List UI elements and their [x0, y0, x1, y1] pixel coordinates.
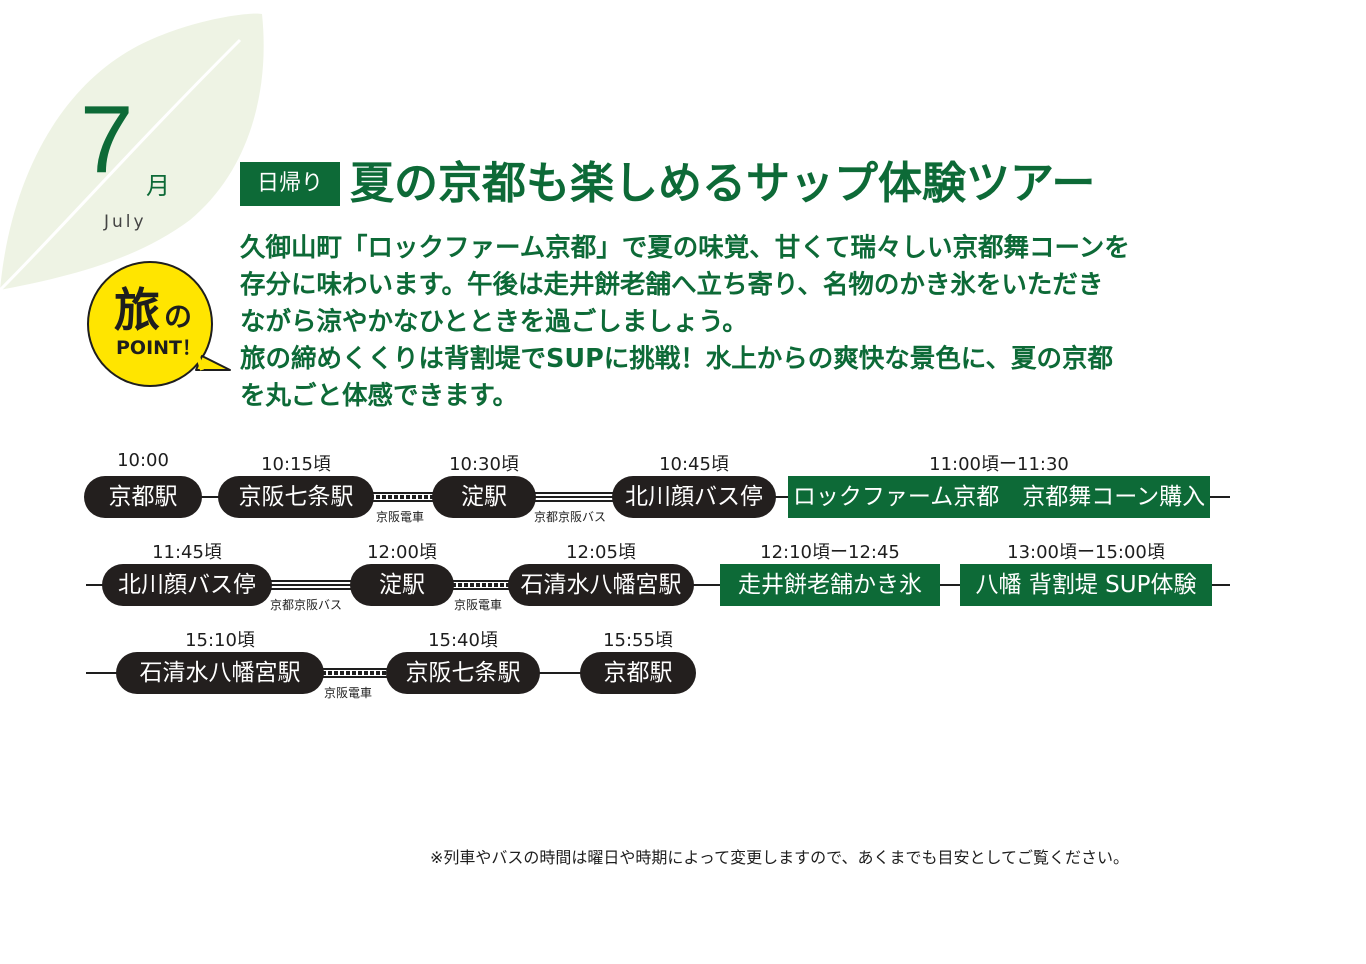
- time-label: 15:55頃: [603, 630, 673, 651]
- route-line: [1210, 496, 1230, 498]
- station-iwashimizu-hachimangu: 石清水八幡宮駅: [116, 652, 324, 694]
- day-trip-tag: 日帰り: [240, 162, 340, 206]
- activity-sup-experience: 八幡 背割堤 SUP体験: [960, 564, 1212, 606]
- route-line: [86, 672, 118, 674]
- activity-hashiirimochi-kakigori: 走井餅老舗かき氷: [720, 564, 940, 606]
- time-label: 15:40頃: [428, 630, 498, 651]
- tabi-point-badge: 旅 の POINT！: [87, 261, 231, 387]
- station-yodo: 淀駅: [432, 476, 536, 518]
- connector-label: 京阪電車: [324, 686, 373, 700]
- time-label: 10:00: [117, 450, 169, 471]
- activity-rock-farm: ロックファーム京都 京都舞コーン購入: [788, 476, 1210, 518]
- train-connector: [452, 580, 510, 590]
- station-kitakawazura-bus: 北川顔バス停: [102, 564, 272, 606]
- connector-label: 京阪電車: [376, 510, 425, 524]
- description-line: 久御山町「ロックファーム京都」で夏の味覚、甘くて瑞々しい京都舞コーンを: [240, 233, 1130, 263]
- route-line: [692, 584, 720, 586]
- route-line: [940, 584, 960, 586]
- train-connector: [370, 492, 436, 502]
- station-iwashimizu-hachimangu: 石清水八幡宮駅: [508, 564, 694, 606]
- leaf-decoration: [0, 13, 264, 292]
- route-line: [772, 496, 790, 498]
- description-line: 旅の締めくくりは背割堤でSUPに挑戦！水上からの爽快な景色に、夏の京都: [240, 344, 1113, 374]
- route-line: [200, 496, 230, 498]
- month-kanji: 月: [146, 172, 170, 200]
- connector-label: 京都京阪バス: [270, 598, 343, 612]
- station-kitakawazura-bus: 北川顔バス停: [612, 476, 776, 518]
- badge-no: の: [164, 300, 192, 333]
- description-line: ながら涼やかなひとときを過ごしましょう。: [240, 307, 748, 337]
- time-label: 12:00頃: [367, 542, 437, 563]
- month-number: 7: [80, 86, 134, 193]
- time-label: 12:05頃: [566, 542, 636, 563]
- time-label: 10:45頃: [659, 454, 729, 475]
- time-label: 10:30頃: [449, 454, 519, 475]
- time-label: 11:45頃: [152, 542, 222, 563]
- train-connector: [322, 668, 388, 678]
- station-kyoto: 京都駅: [84, 476, 202, 518]
- badge-tabi: 旅: [114, 283, 160, 337]
- station-yodo: 淀駅: [350, 564, 454, 606]
- description-line: を丸ごと体感できます。: [240, 381, 518, 411]
- connector-label: 京阪電車: [454, 598, 503, 612]
- time-label: 15:10頃: [185, 630, 255, 651]
- time-label: 13:00頃ー15:00頃: [1007, 542, 1165, 563]
- route-line: [1212, 584, 1230, 586]
- time-label: 12:10頃ー12:45: [760, 542, 900, 563]
- station-keihan-shichijo: 京阪七条駅: [386, 652, 540, 694]
- description-line: 存分に味わいます。午後は走井餅老舗へ立ち寄り、名物のかき氷をいただき: [240, 270, 1104, 300]
- connector-label: 京都京阪バス: [534, 510, 607, 524]
- bus-connector: [270, 580, 352, 590]
- bus-connector: [532, 492, 614, 502]
- tour-title: 夏の京都も楽しめるサップ体験ツアー: [350, 158, 1096, 209]
- time-label: 10:15頃: [261, 454, 331, 475]
- schedule-footnote: ※列車やバスの時間は曜日や時期によって変更しますので、あくまでも目安としてご覧く…: [430, 848, 1130, 867]
- month-english: July: [104, 212, 147, 232]
- badge-point: POINT！: [116, 337, 201, 359]
- station-keihan-shichijo: 京阪七条駅: [218, 476, 374, 518]
- route-line: [538, 672, 582, 674]
- tour-description: 久御山町「ロックファーム京都」で夏の味覚、甘くて瑞々しい京都舞コーンを 存分に味…: [240, 230, 1250, 415]
- route-line: [86, 584, 104, 586]
- time-label: 11:00頃ー11:30: [929, 454, 1069, 475]
- station-kyoto: 京都駅: [580, 652, 696, 694]
